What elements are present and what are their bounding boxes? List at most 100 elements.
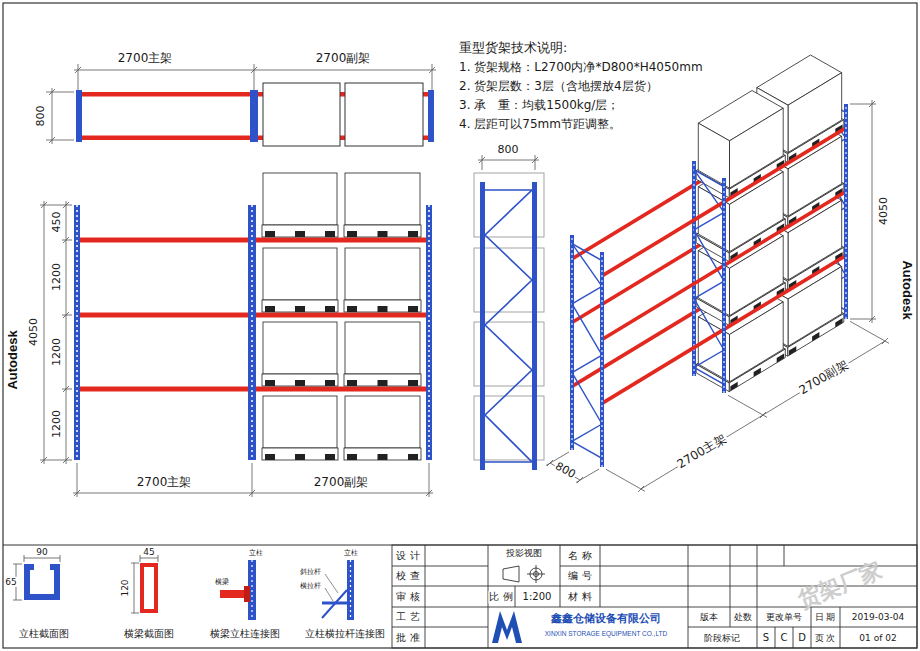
extension-line [606, 469, 645, 491]
pallet [262, 300, 338, 312]
front-view-dimension [62, 205, 72, 206]
goods-box [345, 396, 420, 448]
side-view-dimension [535, 155, 536, 170]
front-view-frame [256, 238, 426, 243]
front-view-frame [248, 205, 256, 460]
title-block-grid [560, 545, 561, 607]
pallet [344, 374, 421, 386]
pallet-foot [325, 231, 335, 237]
column-section [13, 600, 22, 601]
front-view-dimension [63, 312, 69, 318]
title-block-grid [425, 545, 426, 648]
dimension-tick [577, 477, 583, 483]
pallet [262, 225, 338, 237]
upright-post [692, 161, 696, 376]
top-view-dimension [254, 64, 255, 90]
title-cell-text: 阶段标记 [703, 633, 741, 643]
title-cell-text: 编 号 [567, 570, 592, 582]
company-logo [492, 611, 522, 643]
title-block-grid [688, 545, 689, 648]
column-section [60, 555, 61, 562]
dimension-text: 800 [35, 105, 48, 128]
beam-column-connection [251, 560, 252, 620]
title-cell-text: 处数 [733, 612, 753, 622]
frame-brace [572, 441, 602, 458]
column-section [13, 555, 60, 600]
side-view-dimension [532, 157, 538, 163]
goods-box [345, 322, 420, 374]
pallet-foot [789, 346, 796, 355]
front-view-frame [76, 205, 78, 460]
pallet [344, 300, 421, 312]
front-view-dimension [74, 490, 80, 496]
title-cell-text: 批 准 [395, 632, 420, 644]
pallet-foot [325, 454, 335, 460]
pallet-foot [325, 306, 335, 312]
company-name: 鑫鑫仓储设备有限公司 [550, 613, 662, 626]
pallet [344, 448, 421, 460]
frame-brace [572, 424, 602, 441]
part-label: 立柱 [343, 549, 359, 557]
top-view-dimension [49, 137, 55, 143]
pallet-foot [754, 368, 761, 377]
front-view-dimension [62, 315, 72, 316]
projection-symbol [503, 565, 545, 583]
step-beam [602, 202, 724, 276]
top-view-dimension [75, 67, 81, 73]
title-cell-text: 1:200 [522, 591, 553, 603]
beam-section [134, 563, 135, 613]
pallet-foot [408, 231, 418, 237]
goods-box [263, 173, 337, 225]
step-beam [602, 329, 724, 403]
dimension-text: 1200 [51, 262, 64, 292]
title-cell-text: 名 称 [567, 550, 592, 562]
dimension-line [641, 341, 885, 489]
top-view-frame [345, 83, 423, 146]
beam-section [131, 563, 139, 564]
goods-box [730, 108, 784, 188]
pallet-foot [408, 380, 418, 386]
title-block-grid [392, 627, 488, 628]
pallet-foot [378, 454, 388, 460]
pallet [344, 225, 421, 237]
title-block-grid [793, 627, 794, 648]
note-heading: 重型货架技术说明: [458, 41, 568, 55]
beam-column-connection [244, 586, 250, 602]
dimension-text: 2700副架 [315, 52, 372, 66]
dimension-text: 90 [35, 547, 48, 557]
front-view-dimension [249, 490, 255, 496]
column-brace-connection [322, 560, 354, 620]
pallet-foot [265, 454, 275, 460]
front-view-dimension [73, 493, 433, 494]
title-cell-text: 01 of 02 [858, 633, 897, 643]
dimension-text: 2700副架 [313, 476, 370, 490]
title-cell-text: 材 料 [567, 591, 592, 603]
frame-brace [694, 170, 724, 187]
dimension-text: 800 [552, 460, 578, 482]
title-cell-text: 校 查 [395, 570, 420, 582]
frame-brace [694, 212, 724, 229]
upright-post [600, 252, 604, 467]
dimension-text: 4050 [878, 196, 891, 226]
frame-brace [694, 281, 724, 298]
front-view-dimension [41, 202, 47, 208]
frame-brace [572, 373, 602, 424]
front-view-frame [74, 205, 432, 460]
front-view-dimension [41, 457, 47, 463]
title-block-grid [392, 545, 917, 648]
front-view-dimension [63, 457, 69, 463]
column-section [13, 564, 22, 565]
beam-section [131, 613, 139, 614]
pallet-foot [812, 332, 819, 341]
side-view-frame [480, 182, 485, 470]
pallet-foot [408, 454, 418, 460]
beam-column-connection [220, 590, 248, 598]
frame-brace [572, 244, 602, 261]
frame-brace [694, 299, 724, 350]
title-cell-text: 设 计 [395, 550, 420, 562]
note-text: 3. 承 重：均载1500kg/层； [458, 99, 620, 113]
view-caption: 立柱截面图 [18, 628, 70, 640]
pallet-foot [835, 318, 842, 327]
dimension-text: 4050 [28, 317, 41, 347]
